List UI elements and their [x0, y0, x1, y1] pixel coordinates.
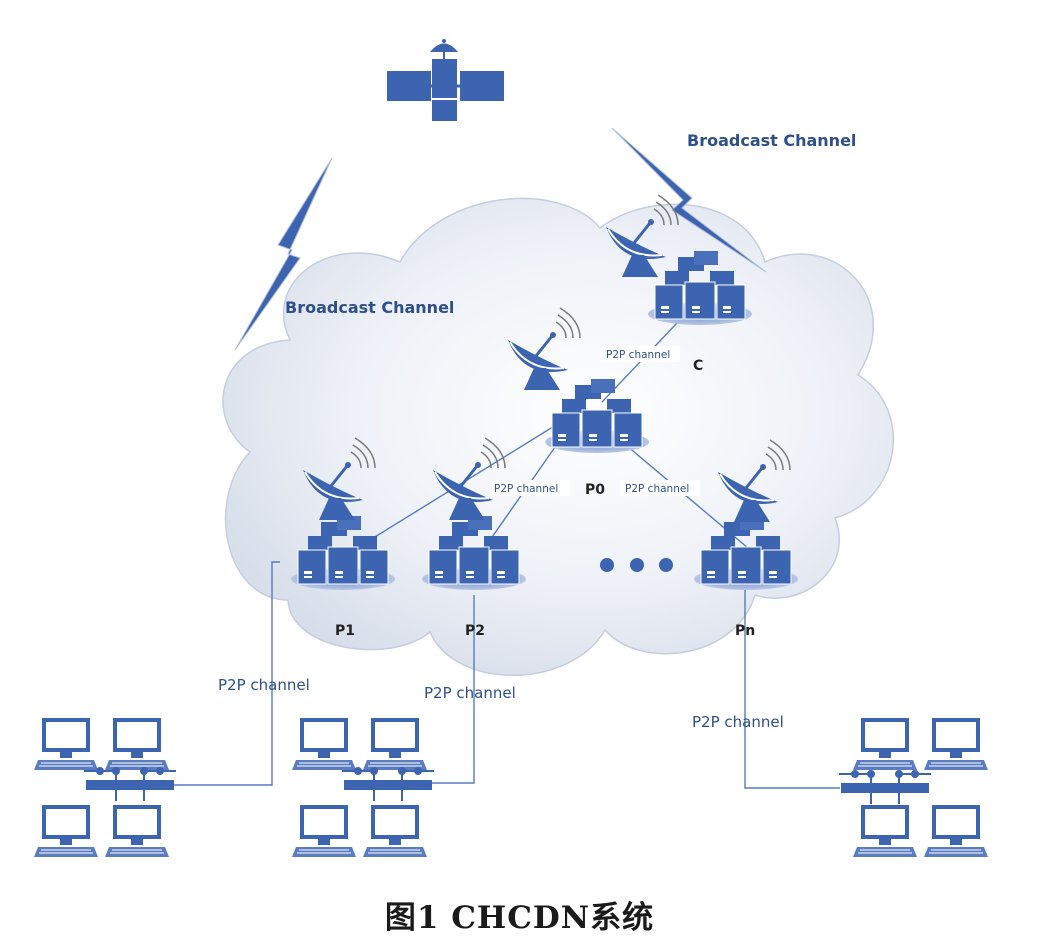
p2p-label-c: P2P channel — [606, 349, 670, 361]
p2p-label-lan2: P2P channel — [424, 684, 516, 702]
p2p-label-p2: P2P channel — [494, 483, 558, 495]
node-label-pn: Pn — [735, 623, 755, 639]
broadcast-channel-label-top: Broadcast Channel — [687, 131, 856, 150]
client-group-3 — [838, 717, 989, 858]
node-label-c: C — [693, 358, 703, 374]
p2p-label-pn: P2P channel — [625, 483, 689, 495]
satellite-icon — [387, 39, 504, 121]
node-label-p1: P1 — [335, 623, 355, 639]
node-label-p0: P0 — [585, 482, 605, 498]
broadcast-bolt-left — [234, 157, 333, 351]
figure-caption: 图1 CHCDN系统 — [384, 900, 655, 936]
broadcast-channel-label-left: Broadcast Channel — [285, 298, 454, 317]
node-label-p2: P2 — [465, 623, 485, 639]
p2p-label-lan3: P2P channel — [692, 713, 784, 731]
lan-uplinks — [172, 561, 840, 789]
ellipsis-icon — [600, 558, 673, 572]
p2p-label-lan1: P2P channel — [218, 676, 310, 694]
client-group-2 — [291, 717, 435, 858]
broadcast-bolt-right — [611, 127, 767, 273]
client-group-1 — [33, 717, 177, 858]
